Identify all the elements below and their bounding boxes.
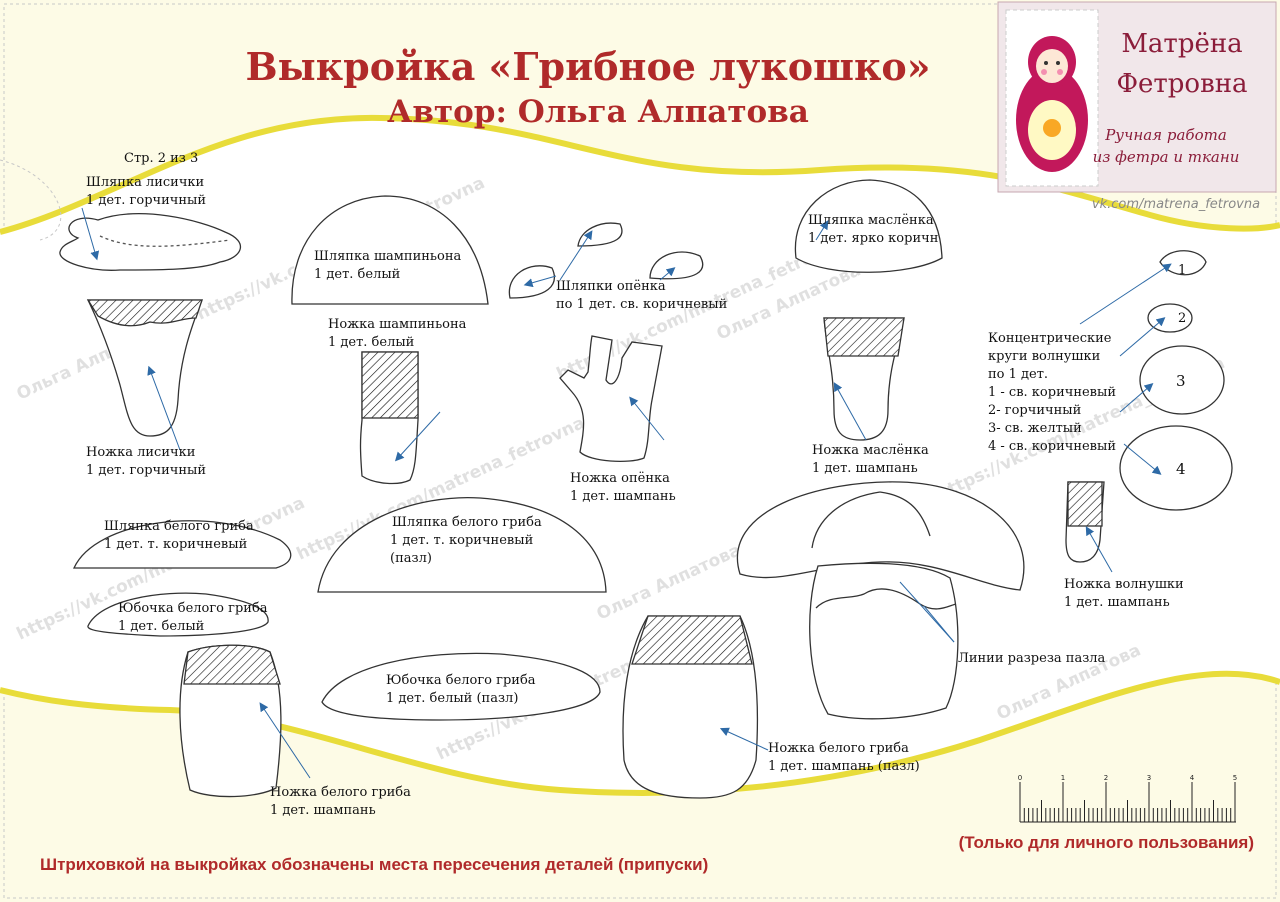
circle-4 <box>1119 425 1233 511</box>
honey-caps-detail: по 1 дет. св. коричневый <box>556 297 727 312</box>
butter-stem-detail: 1 дет. шампань <box>812 461 918 476</box>
arrow <box>523 275 557 288</box>
chanterelle-stem-shape <box>86 299 203 437</box>
circle-3 <box>1139 345 1225 415</box>
porcini-cap-big-note: (пазл) <box>390 551 432 566</box>
honey-stem-detail: 1 дет. шампань <box>570 489 676 504</box>
porcini-cap-big-detail: 1 дет. т. коричневый <box>390 533 533 548</box>
pointer-line <box>923 605 955 643</box>
page-number: Стр. 2 из 3 <box>124 151 198 166</box>
champignon-cap-label: Шляпка шампиньона <box>314 249 461 264</box>
porcini-cap-small-label: Шляпка белого гриба <box>104 519 254 534</box>
pointer-line <box>899 581 955 643</box>
assembled-porcini-stem <box>809 562 959 720</box>
volnushka-stem-detail: 1 дет. шампань <box>1064 595 1170 610</box>
circle-number: 4 <box>1176 460 1186 478</box>
arrow <box>815 220 829 241</box>
porcini-cap-big-label: Шляпка белого гриба <box>392 515 542 530</box>
ruler: 0 1 2 3 4 5 <box>1018 774 1237 823</box>
arrow <box>833 382 867 441</box>
champignon-cap-detail: 1 дет. белый <box>314 267 400 282</box>
puzzle-lines-label: Линии разреза пазла <box>958 651 1106 666</box>
porcini-stem-big-detail: 1 дет. шампань (пазл) <box>768 759 920 774</box>
circle-number: 1 <box>1178 263 1186 278</box>
chanterelle-stem-label: Ножка лисички <box>86 445 195 460</box>
circles-label-2: круги волнушки <box>988 349 1100 364</box>
bottom-wave <box>0 670 1280 796</box>
champignon-cap-shape <box>291 195 489 305</box>
logo-tagline-2: из фетра и ткани <box>1093 148 1240 166</box>
porcini-cap-small-detail: 1 дет. т. коричневый <box>104 537 247 552</box>
top-wave <box>0 114 1280 235</box>
chanterelle-cap-label: Шляпка лисички <box>86 175 204 190</box>
ruler-label: 1 <box>1061 774 1065 782</box>
arrow <box>659 267 676 281</box>
butter-stem-label: Ножка маслёнка <box>812 443 929 458</box>
arrow <box>1119 317 1166 357</box>
personal-use-note: (Только для личного пользования) <box>959 833 1254 852</box>
logo-url: vk.com/matrena_fetrovna <box>1092 197 1260 212</box>
page-title: Выкройка «Грибное лукошко» <box>246 44 931 89</box>
butter-cap-label: Шляпка маслёнка <box>808 213 934 228</box>
arrow <box>1085 526 1113 573</box>
ruler-label: 2 <box>1104 774 1108 782</box>
logo-name-1: Матрёна <box>1121 29 1242 59</box>
circles-label-6: 3- св. желтый <box>988 421 1082 436</box>
circle-number: 3 <box>1176 372 1186 390</box>
arrow <box>81 207 100 261</box>
ruler-label: 3 <box>1147 774 1151 782</box>
porcini-cap-small-shape <box>72 520 292 569</box>
arrow <box>1123 443 1162 475</box>
honey-cap-3 <box>649 251 704 280</box>
porcini-skirt-big-label: Юбочка белого гриба <box>386 673 536 688</box>
chanterelle-stem-detail: 1 дет. горчичный <box>86 463 206 478</box>
circles-label-4: 1 - св. коричневый <box>988 385 1116 400</box>
honey-caps-label: Шляпки опёнка <box>556 279 666 294</box>
volnushka-stem-label: Ножка волнушки <box>1064 577 1184 592</box>
circles-label-3: по 1 дет. <box>988 367 1048 382</box>
porcini-skirt-small-shape <box>87 592 269 637</box>
porcini-skirt-big-shape <box>321 652 601 721</box>
champignon-stem-detail: 1 дет. белый <box>328 335 414 350</box>
logo-name-2: Фетровна <box>1116 69 1247 99</box>
porcini-stem-small-label: Ножка белого гриба <box>270 785 411 800</box>
porcini-skirt-big-detail: 1 дет. белый (пазл) <box>386 691 518 706</box>
chanterelle-cap-detail: 1 дет. горчичный <box>86 193 206 208</box>
arrow <box>629 396 665 441</box>
arrow <box>1119 383 1154 413</box>
porcini-cap-big-shape <box>317 496 607 593</box>
ruler-label: 4 <box>1190 774 1195 782</box>
butter-cap-shape <box>794 179 943 273</box>
logo-tagline-1: Ручная работа <box>1104 126 1227 144</box>
arrow <box>259 702 311 779</box>
honey-stem-shape <box>559 335 663 462</box>
circles-label-1: Концентрические <box>988 331 1112 346</box>
ruler-label: 5 <box>1233 774 1237 782</box>
porcini-skirt-small-detail: 1 дет. белый <box>118 619 204 634</box>
arrow <box>147 365 181 451</box>
label-layer: Шляпка лисички 1 дет. горчичный Ножка ли… <box>86 175 1186 818</box>
circles-label-7: 4 - св. коричневый <box>988 439 1116 454</box>
honey-stem-label: Ножка опёнка <box>570 471 670 486</box>
ruler-label: 0 <box>1018 774 1022 782</box>
porcini-stem-big-label: Ножка белого гриба <box>768 741 909 756</box>
porcini-skirt-small-label: Юбочка белого гриба <box>118 601 268 616</box>
butter-cap-detail: 1 дет. ярко коричн <box>808 231 938 246</box>
circles-label-5: 2- горчичный <box>988 403 1081 418</box>
author-line: Автор: Ольга Алпатова <box>387 94 809 130</box>
porcini-stem-small-detail: 1 дет. шампань <box>270 803 376 818</box>
chanterelle-cap-shape <box>59 213 242 271</box>
circle-number: 2 <box>1178 311 1186 326</box>
arrow <box>559 230 593 281</box>
arrow <box>719 727 769 751</box>
arrow <box>394 411 441 462</box>
arrow <box>1079 263 1172 325</box>
matryoshka-icon <box>1016 36 1088 172</box>
champignon-stem-label: Ножка шампиньона <box>328 317 467 332</box>
hatching-note: Штриховкой на выкройках обозначены места… <box>40 855 708 874</box>
logo: Матрёна Фетровна Ручная работа из фетра … <box>997 1 1277 212</box>
